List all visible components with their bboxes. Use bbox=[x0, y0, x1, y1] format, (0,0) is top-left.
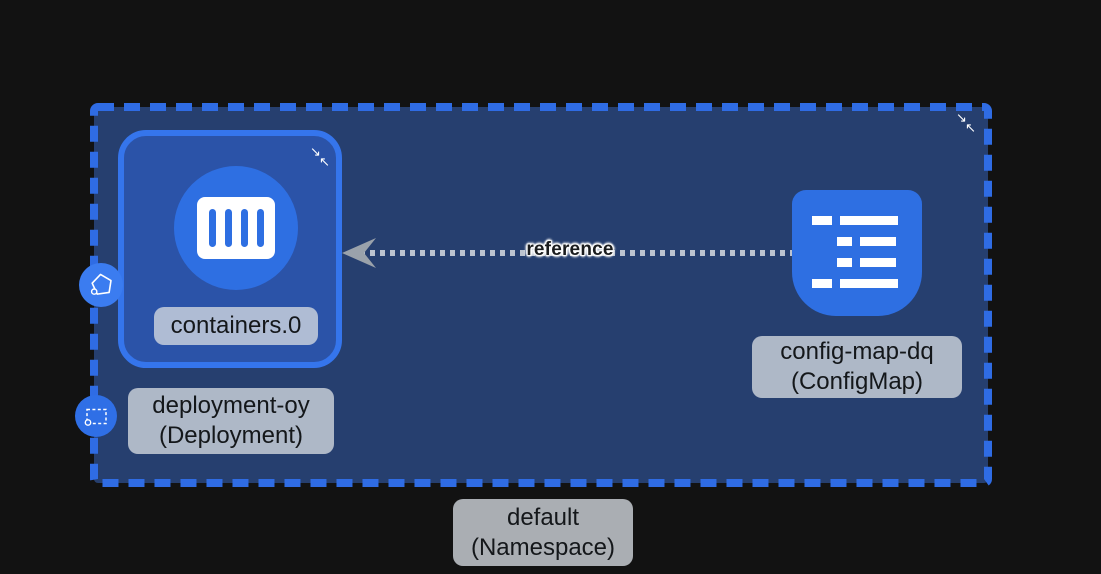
deployment-icon bbox=[84, 408, 107, 426]
deployment-node[interactable]: ↘ ↖ containers.0 bbox=[79, 130, 342, 368]
configmap-icon-row bbox=[837, 237, 898, 246]
collapse-arrow-se-icon: ↘ bbox=[310, 145, 321, 160]
namespace-collapse-icon[interactable]: ↘ ↖ bbox=[956, 111, 982, 140]
pod-badge[interactable] bbox=[79, 263, 123, 307]
container-node[interactable] bbox=[174, 166, 298, 290]
edge-arrowhead-icon bbox=[342, 238, 376, 268]
configmap-icon-row bbox=[812, 279, 898, 288]
deployment-collapse-icon[interactable]: ↘ ↖ bbox=[310, 145, 336, 174]
container-label: containers.0 bbox=[154, 307, 318, 345]
namespace-group[interactable]: ↘ ↖ reference ↘ ↖ conta bbox=[75, 103, 992, 487]
deployment-badge[interactable] bbox=[75, 395, 117, 437]
reference-edge-line[interactable] bbox=[360, 250, 795, 256]
configmap-icon-row bbox=[812, 216, 898, 225]
configmap-icon-row bbox=[837, 258, 898, 267]
configmap-node[interactable] bbox=[792, 190, 922, 316]
container-icon bbox=[197, 197, 275, 259]
configmap-label: config-map-dq (ConfigMap) bbox=[752, 336, 962, 398]
namespace-label: default (Namespace) bbox=[453, 499, 633, 566]
deployment-label: deployment-oy (Deployment) bbox=[128, 388, 334, 454]
collapse-arrow-nw-icon: ↖ bbox=[965, 121, 976, 136]
edge-label[interactable]: reference bbox=[526, 239, 614, 260]
collapse-arrow-nw-icon: ↖ bbox=[319, 155, 330, 170]
collapse-arrow-se-icon: ↘ bbox=[956, 111, 967, 126]
pod-icon bbox=[90, 273, 112, 295]
